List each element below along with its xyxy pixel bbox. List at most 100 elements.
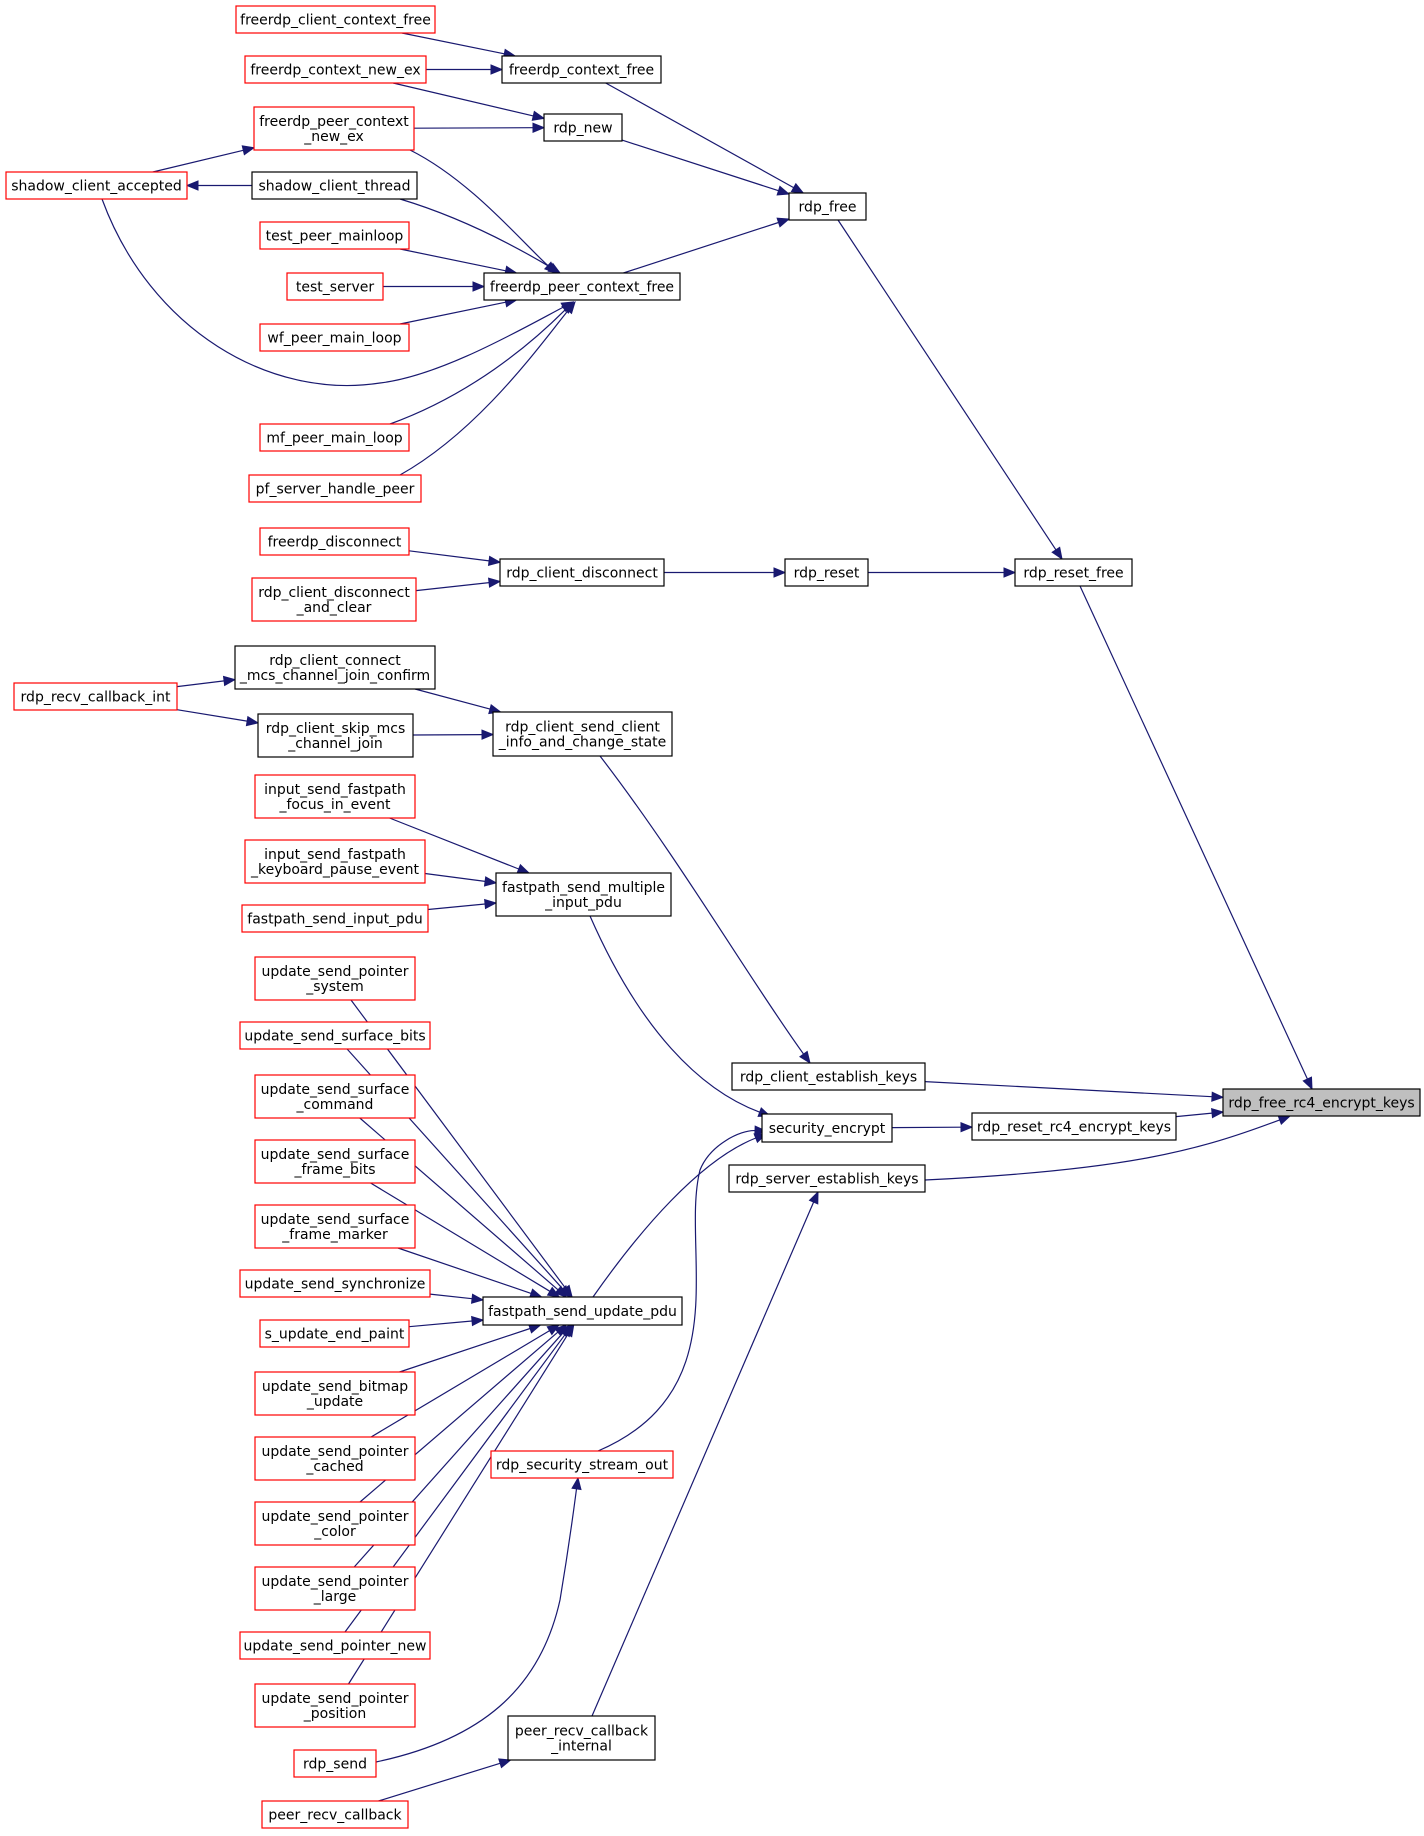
edge-line (401, 32, 505, 55)
node-update-send-pointer-cached[interactable]: update_send_pointer_cached (254, 1436, 416, 1481)
edge-rdp_security_stream_out-to-security_encrypt (597, 1125, 768, 1452)
edge-fastpath_send_input_pdu-to-fastpath_send_multiple (427, 898, 498, 911)
node-update-send-surface-bits[interactable]: update_send_surface_bits (239, 1021, 431, 1050)
node-update-send-pointer-new[interactable]: update_send_pointer_new (239, 1631, 431, 1660)
node-rdp-free[interactable]: rdp_free (788, 192, 867, 221)
node-input-send-fastpath-focus[interactable]: input_send_fastpath_focus_in_event (254, 774, 416, 819)
node-update-send-bitmap-update[interactable]: update_send_bitmap_update (254, 1371, 416, 1416)
node-rdp-client-disconnect[interactable]: rdp_client_disconnect (499, 558, 665, 587)
node-freerdp-disconnect[interactable]: freerdp_disconnect (259, 527, 410, 556)
node-box (543, 113, 623, 142)
node-s-update-end-paint[interactable]: s_update_end_paint (259, 1319, 410, 1348)
node-box (507, 1715, 656, 1761)
node-box (254, 1566, 416, 1611)
node-update-send-synchronize[interactable]: update_send_synchronize (239, 1269, 431, 1298)
node-box (293, 1749, 377, 1778)
node-box (731, 1062, 926, 1091)
node-label: update_send_pointer (261, 1574, 408, 1590)
edge-security_encrypt-to-rdp_reset_rc4_encrypt_keys (891, 1121, 974, 1133)
edge-line (399, 1327, 531, 1373)
edge-line (409, 149, 549, 267)
edge-test_server-to-freerdp_peer_context_free (383, 281, 486, 292)
node-rdp-recv-callback-int[interactable]: rdp_recv_callback_int (13, 682, 178, 711)
node-label: input_send_fastpath (264, 782, 406, 798)
node-label: update_send_pointer_new (243, 1639, 426, 1655)
node-input-send-fastpath-keyboard[interactable]: input_send_fastpath_keyboard_pause_event (244, 839, 426, 884)
edge-freerdp_peer_context_new_ex-to-rdp_new (413, 122, 546, 133)
node-rdp-new[interactable]: rdp_new (543, 113, 623, 142)
node-box (259, 527, 410, 556)
node-freerdp-context-free[interactable]: freerdp_context_free (501, 55, 662, 84)
node-freerdp-context-new-ex[interactable]: freerdp_context_new_ex (244, 55, 427, 84)
node-rdp-client-skip-mcs[interactable]: rdp_client_skip_mcs_channel_join (257, 713, 414, 758)
edge-arrowhead (1051, 546, 1063, 561)
node-update-send-pointer-large[interactable]: update_send_pointer_large (254, 1566, 416, 1611)
edge-freerdp_peer_context_free-to-rdp_free (623, 217, 791, 274)
node-rdp-client-disconnect-and-clear[interactable]: rdp_client_disconnect_and_clear (251, 577, 417, 622)
edge-line (427, 903, 486, 911)
node-peer-recv-callback[interactable]: peer_recv_callback (261, 1800, 409, 1829)
node-label: fastpath_send_input_pdu (247, 912, 422, 928)
node-label: rdp_new (553, 121, 612, 137)
node-box (254, 1501, 416, 1546)
node-wf-peer-main-loop[interactable]: wf_peer_main_loop (259, 323, 410, 352)
node-shadow-client-thread[interactable]: shadow_client_thread (251, 171, 418, 200)
node-rdp-client-establish-keys[interactable]: rdp_client_establish_keys (731, 1062, 926, 1091)
node-shadow-client-accepted[interactable]: shadow_client_accepted (5, 171, 188, 200)
node-rdp-reset-free[interactable]: rdp_reset_free (1014, 558, 1133, 587)
node-mf-peer-main-loop[interactable]: mf_peer_main_loop (259, 423, 410, 452)
node-freerdp-client-context-free[interactable]: freerdp_client_context_free (235, 5, 436, 34)
edge-arrowhead (1211, 1107, 1225, 1119)
node-box (254, 1436, 416, 1481)
node-box (788, 192, 867, 221)
edge-update_send_surface_frame_bits-to-fastpath_send_update_pdu (370, 1182, 561, 1298)
node-label: update_send_surface_bits (244, 1029, 425, 1045)
edge-arrowhead (1277, 1115, 1292, 1125)
node-test-peer-mainloop[interactable]: test_peer_mainloop (259, 221, 410, 250)
node-rdp-send[interactable]: rdp_send (293, 1749, 377, 1778)
node-fastpath-send-multiple[interactable]: fastpath_send_multiple_input_pdu (495, 872, 672, 917)
node-box (501, 55, 662, 84)
edge-arrowhead (222, 675, 237, 687)
node-box (13, 682, 178, 711)
node-label: rdp_free (799, 200, 857, 216)
edge-test_peer_mainloop-to-freerdp_peer_context_free (399, 248, 518, 276)
edge-line (429, 1293, 473, 1300)
node-label: peer_recv_callback (268, 1808, 402, 1824)
node-peer-recv-callback-internal[interactable]: peer_recv_callback_internal (507, 1715, 656, 1761)
node-box (244, 839, 426, 884)
node-update-send-surface-frame-bits[interactable]: update_send_surface_frame_bits (254, 1139, 416, 1184)
node-freerdp-peer-context-free[interactable]: freerdp_peer_context_free (483, 272, 681, 301)
node-fastpath-send-update-pdu[interactable]: fastpath_send_update_pdu (482, 1296, 683, 1326)
node-label: _frame_bits (293, 1162, 375, 1178)
edge-arrowhead (776, 217, 791, 228)
edge-arrowhead (185, 180, 199, 191)
node-freerdp-peer-context-new-ex[interactable]: freerdp_peer_context_new_ex (253, 106, 415, 151)
node-update-send-surface-command[interactable]: update_send_surface_command (254, 1074, 416, 1119)
node-rdp-reset[interactable]: rdp_reset (784, 558, 869, 587)
node-label: _focus_in_event (279, 797, 392, 813)
node-rdp-security-stream-out[interactable]: rdp_security_stream_out (490, 1450, 674, 1479)
node-box (254, 1139, 416, 1184)
node-update-send-surface-frame-marker[interactable]: update_send_surface_frame_marker (254, 1204, 416, 1249)
function-nodes: rdp_free_rc4_encrypt_keysrdp_client_esta… (5, 5, 1421, 1829)
edge-shadow_client_thread-to-shadow_client_accepted (185, 180, 252, 191)
edge-arrowhead (498, 1758, 512, 1769)
node-update-send-pointer-position[interactable]: update_send_pointer_position (254, 1683, 416, 1728)
node-security-encrypt[interactable]: security_encrypt (761, 1113, 893, 1143)
node-pf-server-handle-peer[interactable]: pf_server_handle_peer (248, 474, 422, 503)
node-test-server[interactable]: test_server (286, 272, 384, 301)
node-rdp-client-connect-mcs[interactable]: rdp_client_connect_mcs_channel_join_conf… (234, 645, 436, 690)
node-rdp-reset-rc4-encrypt-keys[interactable]: rdp_reset_rc4_encrypt_keys (971, 1112, 1177, 1141)
node-fastpath-send-input-pdu[interactable]: fastpath_send_input_pdu (241, 904, 429, 933)
node-rdp-server-establish-keys[interactable]: rdp_server_establish_keys (728, 1164, 926, 1193)
node-label: rdp_server_establish_keys (735, 1172, 918, 1188)
node-update-send-pointer-system[interactable]: update_send_pointer_system (254, 956, 416, 1001)
node-update-send-pointer-color[interactable]: update_send_pointer_color (254, 1501, 416, 1546)
edge-peer_recv_callback-to-peer_recv_callback_internal (378, 1758, 512, 1802)
node-label: rdp_send (303, 1757, 367, 1773)
node-rdp-client-send-client-info[interactable]: rdp_client_send_client_info_and_change_s… (492, 711, 673, 757)
edge-arrowhead (790, 182, 805, 194)
edge-freerdp_client_context_free-to-freerdp_context_free (401, 32, 517, 59)
edge-peer_recv_callback_internal-to-rdp_server_establish_keys (591, 1190, 819, 1717)
